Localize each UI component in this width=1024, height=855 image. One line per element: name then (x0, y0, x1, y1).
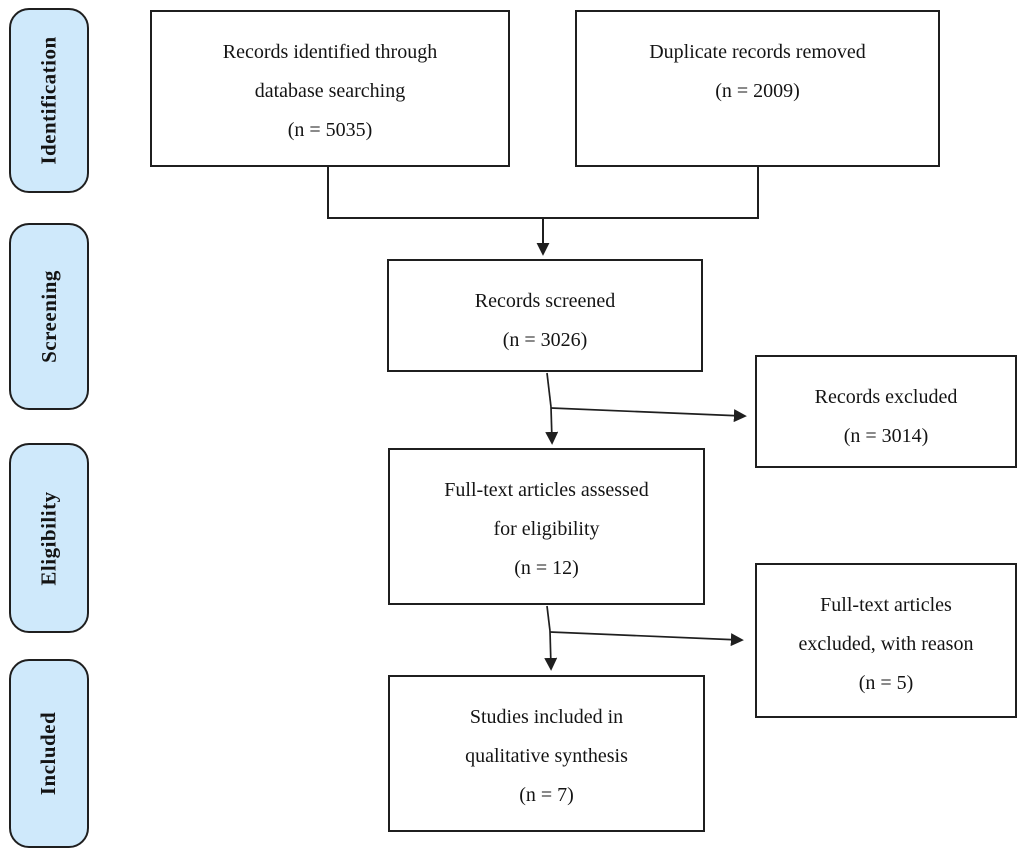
box-text: Duplicate records removed (649, 41, 866, 63)
box-text: database searching (254, 80, 406, 102)
box-text: Records screened (474, 290, 616, 312)
box-text: for eligibility (493, 518, 600, 540)
box-count: (n = 3014) (843, 425, 929, 447)
stage-eligibility: Eligibility (9, 443, 89, 633)
box-count: (n = 3026) (502, 329, 588, 351)
box-records-excluded: Records excluded (n = 3014) (755, 355, 1017, 468)
box-count: (n = 12) (514, 557, 579, 579)
box-text: Full-text articles (820, 594, 952, 616)
box-text: excluded, with reason (798, 633, 974, 655)
stage-included: Included (9, 659, 89, 848)
box-fulltext-assessed: Full-text articles assessed for eligibil… (388, 448, 705, 605)
connector-fulltext-branch (546, 605, 551, 632)
box-count: (n = 5035) (287, 119, 373, 141)
connector-merge (327, 166, 759, 219)
stage-label: Identification (36, 36, 61, 165)
stage-screening: Screening (9, 223, 89, 410)
box-text: Records excluded (814, 386, 958, 408)
box-studies-included: Studies included in qualitative synthesi… (388, 675, 705, 832)
stage-label: Included (36, 711, 61, 796)
stage-identification: Identification (9, 8, 89, 193)
box-records-identified: Records identified through database sear… (150, 10, 510, 167)
arrow-to-fulltext-excluded (549, 631, 744, 647)
box-count: (n = 2009) (715, 80, 800, 102)
box-count: (n = 5) (858, 672, 914, 694)
box-text: Studies included in (469, 706, 624, 728)
arrow-to-excluded (550, 407, 747, 423)
arrow-to-fulltext (545, 406, 559, 445)
box-text: Full-text articles assessed (444, 479, 649, 501)
box-count: (n = 7) (519, 784, 574, 806)
box-fulltext-excluded: Full-text articles excluded, with reason… (755, 563, 1017, 718)
stage-label: Screening (36, 270, 61, 363)
box-duplicates-removed: Duplicate records removed (n = 2009) (575, 10, 940, 167)
arrow-to-included (544, 630, 558, 671)
stage-label: Eligibility (36, 490, 61, 586)
box-records-screened: Records screened (n = 3026) (387, 259, 703, 372)
box-text: qualitative synthesis (465, 745, 628, 767)
box-text: Records identified through (222, 41, 438, 63)
connector-screened-branch (546, 372, 552, 408)
